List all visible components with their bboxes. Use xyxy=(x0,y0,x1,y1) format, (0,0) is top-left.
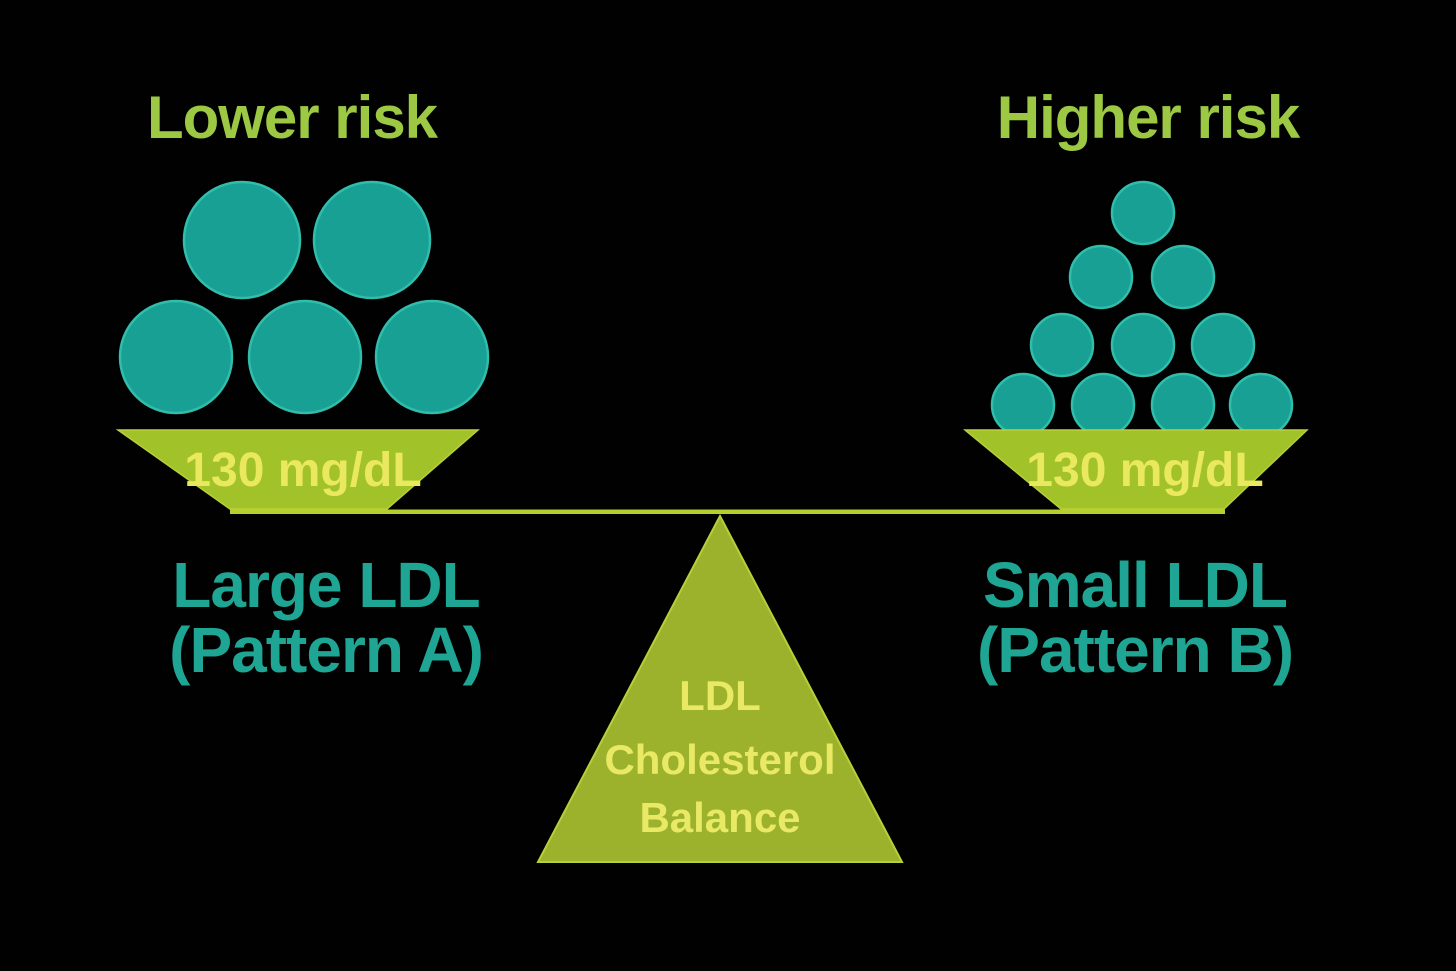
ldl-particle xyxy=(1150,244,1216,310)
fulcrum-label-line1: LDL xyxy=(679,672,761,719)
ldl-particle xyxy=(247,299,363,415)
ldl-particle xyxy=(182,180,302,300)
left-pan-value-label: 130 mg/dL xyxy=(184,444,421,497)
right-caption-line2: (Pattern B) xyxy=(977,614,1293,686)
left-caption-line1: Large LDL xyxy=(172,549,479,621)
ldl-particle xyxy=(1190,312,1256,378)
ldl-particle xyxy=(1150,372,1216,438)
left-risk-title: Lower risk xyxy=(147,84,439,151)
small-ldl-particles-group xyxy=(990,180,1294,438)
ldl-particle xyxy=(374,299,490,415)
left-pan xyxy=(115,429,481,510)
ldl-particle xyxy=(118,299,234,415)
ldl-particle xyxy=(1110,180,1176,246)
ldl-particle xyxy=(1110,312,1176,378)
ldl-particle xyxy=(1068,244,1134,310)
right-pan-value-label: 130 mg/dL xyxy=(1026,444,1263,497)
ldl-particle xyxy=(1228,372,1294,438)
fulcrum-label-line2: Cholesterol xyxy=(604,736,835,783)
right-caption-line1: Small LDL xyxy=(983,549,1287,621)
left-caption-line2: (Pattern A) xyxy=(169,614,483,686)
fulcrum-label-line3: Balance xyxy=(639,794,800,841)
right-pan xyxy=(962,429,1309,510)
ldl-particle xyxy=(312,180,432,300)
right-risk-title: Higher risk xyxy=(997,84,1301,151)
fulcrum-triangle xyxy=(536,513,904,863)
ldl-particle xyxy=(1029,312,1095,378)
ldl-particle xyxy=(1070,372,1136,438)
balance-beam xyxy=(230,509,1225,514)
ldl-particle xyxy=(990,372,1056,438)
large-ldl-particles-group xyxy=(118,180,490,415)
